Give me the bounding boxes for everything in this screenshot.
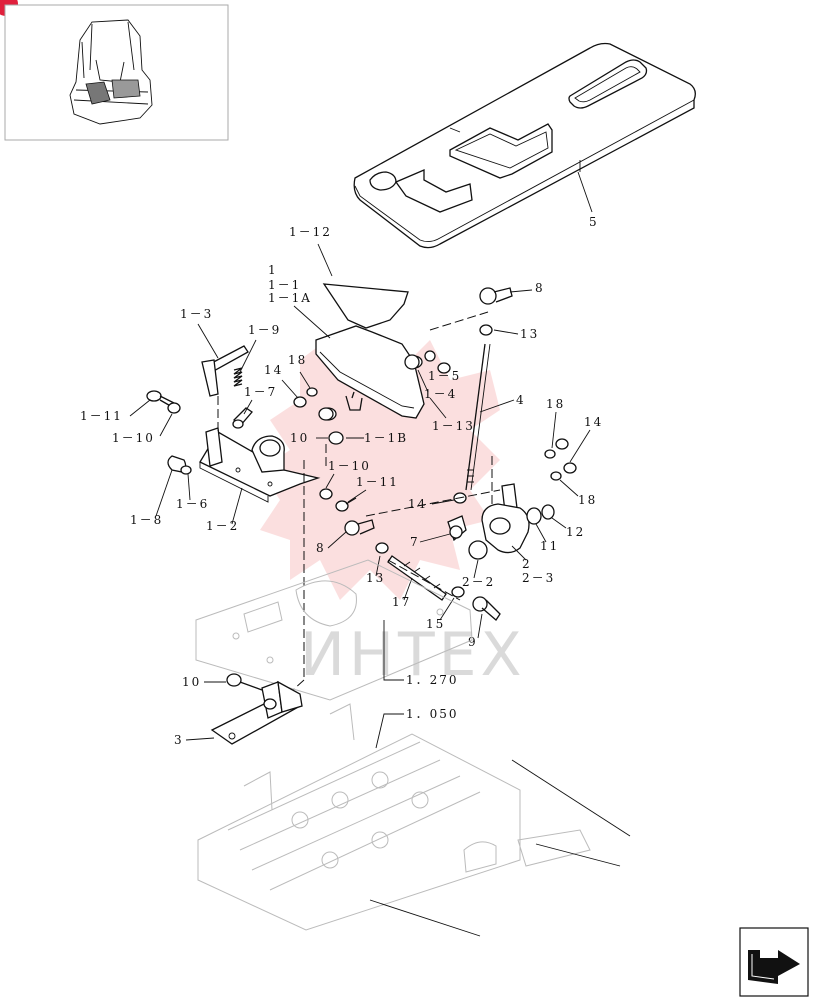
- callout-1-050: 1．050: [406, 707, 459, 721]
- callout-18a: 18: [288, 353, 307, 367]
- callout-2-2: 2－2: [462, 575, 495, 589]
- part-1-2-base-bracket[interactable]: [199, 427, 321, 503]
- next-page-arrow-icon[interactable]: [739, 927, 809, 997]
- callout-2-3: 2－3: [522, 571, 555, 585]
- part-1-10-washer-a[interactable]: [167, 402, 181, 414]
- excavator-cab-thumbnail[interactable]: [4, 4, 229, 141]
- callout-3: 3: [174, 733, 184, 747]
- part-11-washer[interactable]: [526, 507, 542, 525]
- callout-1-1: 1－1: [268, 278, 301, 292]
- part-1-10-washer-b[interactable]: [319, 488, 333, 500]
- callout-1-3: 1－3: [180, 307, 213, 321]
- callout-1-11b: 1－11: [356, 475, 399, 489]
- callout-1-7: 1－7: [244, 385, 277, 399]
- callout-1-1B: 1－1B: [364, 431, 408, 445]
- callout-11: 11: [540, 539, 559, 553]
- callout-4: 4: [516, 393, 526, 407]
- callout-12: 12: [566, 525, 585, 539]
- part-17-turnbuckle[interactable]: [387, 555, 447, 601]
- part-3-bracket[interactable]: [210, 680, 303, 745]
- part-2-2-bushing[interactable]: [468, 540, 488, 560]
- part-1-5-washer[interactable]: [424, 350, 451, 374]
- callout-1-11a: 1－11: [80, 409, 123, 423]
- part-14-nut-b[interactable]: [555, 438, 577, 474]
- part-1-4-bushing-a[interactable]: [404, 354, 420, 370]
- part-4-control-rod[interactable]: [465, 343, 491, 491]
- callout-8b: 8: [316, 541, 326, 555]
- part-1-11-bolt-b[interactable]: [335, 497, 357, 512]
- callout-5: 5: [589, 215, 599, 229]
- callout-18b: 18: [546, 397, 565, 411]
- callout-1-270: 1．270: [406, 673, 459, 687]
- part-1-7-pin[interactable]: [232, 407, 253, 429]
- part-14-nut-a[interactable]: [293, 396, 307, 408]
- callout-1-5: 1－5: [428, 369, 461, 383]
- callout-1-1A: 1－1A: [268, 291, 312, 305]
- callout-2: 2: [522, 557, 532, 571]
- callout-7: 7: [410, 535, 420, 549]
- callout-1: 1: [268, 263, 278, 277]
- callout-14c: 14: [408, 497, 427, 511]
- part-10-bolt-a[interactable]: [328, 431, 344, 445]
- part-18-washer-c[interactable]: [550, 471, 562, 481]
- callout-1-9: 1－9: [248, 323, 281, 337]
- callout-14a: 14: [264, 363, 283, 377]
- callout-1-6: 1－6: [176, 497, 209, 511]
- callout-10a: 10: [290, 431, 309, 445]
- watermark-text: ИНТЕХ: [300, 620, 526, 690]
- part-2-lever-arm[interactable]: [481, 483, 530, 554]
- callout-18c: 18: [578, 493, 597, 507]
- part-1-6-washer[interactable]: [180, 465, 192, 475]
- callout-13a: 13: [520, 327, 539, 341]
- part-1-3-lever-pin[interactable]: [201, 345, 249, 397]
- callout-1-13: 1－13: [432, 419, 475, 433]
- callout-1-10b: 1－10: [328, 459, 371, 473]
- callout-1-4: 1－4: [424, 387, 457, 401]
- part-10-bolt-b[interactable]: [226, 673, 263, 691]
- callout-1-12: 1－12: [289, 225, 332, 239]
- ghost-frame-lines: [369, 759, 631, 937]
- ghost-control-valve: [197, 703, 591, 931]
- callout-14b: 14: [584, 415, 603, 429]
- part-5-cover-plate[interactable]: [353, 42, 696, 249]
- part-8-ball-joint-top[interactable]: [479, 287, 513, 305]
- part-13-nut-top[interactable]: [479, 324, 493, 336]
- part-9-ball-joint[interactable]: [472, 596, 501, 621]
- ghost-floor-plate: [195, 559, 473, 701]
- callout-17: 17: [392, 595, 411, 609]
- callout-9: 9: [468, 635, 478, 649]
- part-12-ring[interactable]: [541, 504, 555, 520]
- part-18-washer-b[interactable]: [544, 449, 556, 459]
- part-1-9-spring[interactable]: [233, 367, 243, 387]
- part-1-12-pedal-pad[interactable]: [322, 283, 409, 329]
- callout-15: 15: [426, 617, 445, 631]
- part-1-1B-bushing[interactable]: [318, 407, 334, 421]
- part-18-washer-a[interactable]: [306, 387, 318, 397]
- callout-1-10a: 1－10: [112, 431, 155, 445]
- callout-13b: 13: [366, 571, 385, 585]
- part-15-nut[interactable]: [451, 586, 465, 598]
- part-13-nut-low[interactable]: [375, 542, 389, 554]
- part-8-ball-joint-low[interactable]: [344, 519, 375, 536]
- callout-1-8: 1－8: [130, 513, 163, 527]
- callout-10b: 10: [182, 675, 201, 689]
- part-7-ball-joint[interactable]: [447, 515, 467, 542]
- callout-8a: 8: [535, 281, 545, 295]
- callout-1-2: 1－2: [206, 519, 239, 533]
- watermark-gear: ИНТЕХ: [260, 330, 526, 690]
